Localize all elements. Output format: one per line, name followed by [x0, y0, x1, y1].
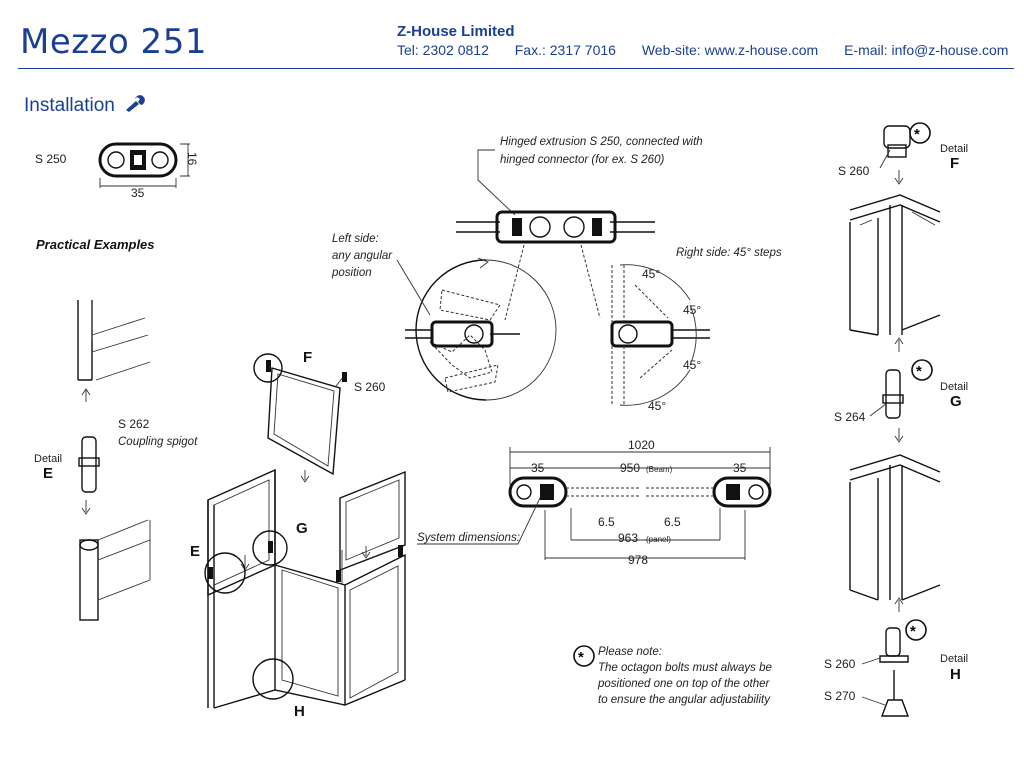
- dim-panel-unit: (panel): [646, 535, 671, 544]
- note-line-3: to ensure the angular adjustability: [598, 694, 771, 706]
- right-details: * S 260 Detail F * S 264 Detail G * S 26…: [824, 122, 968, 717]
- dim-beam: 950: [620, 461, 640, 475]
- dim-panel: 963: [618, 531, 638, 545]
- angle-1: 45°: [642, 267, 660, 281]
- hinge-diagram: Hinged extrusion S 250, connected with h…: [331, 136, 782, 413]
- email-text: E-mail: info@z-house.com: [844, 42, 1009, 58]
- hinge-left-3: position: [331, 267, 372, 279]
- dim-inner: 978: [628, 553, 648, 567]
- angle-2: 45°: [683, 303, 701, 317]
- profile-s250: S 250 35 16: [35, 142, 199, 200]
- detail-f-part: S 260: [838, 164, 870, 178]
- detail-f-word: Detail: [940, 143, 968, 155]
- detail-g-part: S 264: [834, 410, 866, 424]
- profile-height: 16: [185, 152, 199, 166]
- tel-text: Tel: 2302 0812: [397, 42, 489, 58]
- section-heading: Installation: [24, 93, 149, 117]
- hinge-right: Right side: 45° steps: [676, 247, 782, 259]
- dim-gap-right: 6.5: [664, 515, 681, 529]
- detail-g-letter: G: [950, 393, 962, 410]
- assembly-part: S 260: [354, 380, 386, 394]
- hinge-note-2: hinged connector (for ex. S 260): [500, 154, 664, 166]
- please-note: * Please note: The octagon bolts must al…: [573, 645, 772, 706]
- svg-text:*: *: [910, 623, 916, 640]
- dim-total: 1020: [628, 438, 655, 452]
- dim-beam-unit: (Beam): [646, 465, 673, 474]
- profile-code: S 250: [35, 152, 67, 166]
- dim-caption: System dimensions:: [417, 532, 520, 544]
- detail-e-word: Detail: [34, 453, 62, 465]
- website-text: Web-site: www.z-house.com: [641, 42, 819, 58]
- detail-h-foot: S 270: [824, 689, 856, 703]
- hinge-left-2: any angular: [332, 250, 393, 262]
- note-line-1: The octagon bolts must always be: [598, 662, 772, 674]
- detail-e-desc: Coupling spigot: [118, 436, 198, 448]
- svg-text:*: *: [916, 363, 922, 380]
- section-title: Installation: [24, 95, 115, 116]
- detail-h-letter: H: [950, 666, 961, 683]
- note-title: Please note:: [598, 646, 662, 658]
- svg-text:*: *: [578, 649, 584, 666]
- assembly-label-h: H: [294, 703, 305, 720]
- angle-4: 45°: [648, 399, 666, 413]
- contact-line: Tel: 2302 0812 Fax.: 2317 7016 Web-site:…: [397, 42, 1008, 58]
- dim-end-left: 35: [531, 461, 545, 475]
- assembly-label-e: E: [190, 543, 200, 560]
- panel-assembly: S 260 F E G H: [190, 349, 406, 720]
- detail-g-word: Detail: [940, 381, 968, 393]
- detail-h-word: Detail: [940, 653, 968, 665]
- fax-text: Fax.: 2317 7016: [514, 42, 616, 58]
- svg-text:*: *: [914, 126, 920, 143]
- profile-width: 35: [131, 186, 145, 200]
- note-line-2: positioned one on top of the other: [597, 678, 771, 690]
- assembly-label-f: F: [303, 349, 312, 366]
- detail-e-part: S 262: [118, 417, 150, 431]
- system-dimensions: 1020 35 35 950 (Beam) 6.5 6.5 963 (panel…: [417, 438, 772, 567]
- brand-title: Mezzo 251: [20, 22, 207, 62]
- hinge-note-1: Hinged extrusion S 250, connected with: [500, 136, 703, 148]
- detail-h-part: S 260: [824, 657, 856, 671]
- detail-e-letter: E: [43, 465, 53, 482]
- detail-e-drawing: S 262 Coupling spigot Detail E: [34, 300, 198, 621]
- assembly-label-g: G: [296, 520, 308, 537]
- header-divider: [18, 68, 1014, 69]
- company-name: Z-House Limited: [397, 23, 515, 40]
- wrench-icon: [126, 95, 145, 112]
- practical-title: Practical Examples: [36, 237, 155, 252]
- dim-gap-left: 6.5: [598, 515, 615, 529]
- hinge-left-1: Left side:: [332, 233, 379, 245]
- detail-f-letter: F: [950, 155, 959, 172]
- dim-end-right: 35: [733, 461, 747, 475]
- angle-3: 45°: [683, 358, 701, 372]
- asterisk-icon: [573, 645, 595, 667]
